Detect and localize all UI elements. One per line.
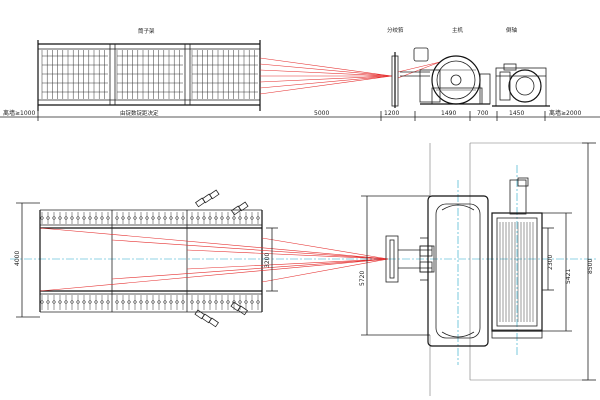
main-machine-plan xyxy=(419,195,489,347)
dim-1450: 1450 xyxy=(509,110,524,117)
pit-outline xyxy=(429,142,588,396)
dim-wall-right: 离墙≥2000 xyxy=(549,109,581,117)
beaming-plan xyxy=(491,177,543,339)
tension-units-top xyxy=(195,189,249,216)
dim-1490: 1490 xyxy=(441,110,456,117)
main-machine-label: 主机 xyxy=(452,26,464,34)
creel-length-note: 由锭数锭距决定 xyxy=(120,109,159,117)
svg-text:3200: 3200 xyxy=(264,253,271,268)
dim-700: 700 xyxy=(477,110,489,117)
reed-elevation xyxy=(391,47,430,108)
dim-wall-left: 离墙≥1000 xyxy=(3,109,35,117)
beaming-elevation xyxy=(492,63,550,107)
dim-1200: 1200 xyxy=(384,110,399,117)
svg-text:4000: 4000 xyxy=(14,251,21,266)
dim-inner-3200: 3200 xyxy=(264,227,278,292)
dim-width-4000: 4000 xyxy=(14,202,40,318)
dim-2300: 2300 xyxy=(542,227,554,291)
svg-text:8500: 8500 xyxy=(587,259,594,274)
yarn-lines-elevation xyxy=(259,57,441,95)
creel-elevation xyxy=(37,40,261,111)
svg-text:2300: 2300 xyxy=(547,255,554,270)
svg-text:5720: 5720 xyxy=(359,271,366,286)
svg-text:5421: 5421 xyxy=(565,269,572,284)
elevation-view: 筒子架 分绞筘 主机 倒轴 xyxy=(0,26,600,121)
reed-label: 分绞筘 xyxy=(387,26,404,34)
dim-5720: 5720 xyxy=(359,195,430,336)
main-machine-elevation xyxy=(419,55,491,105)
elevation-dimensions: 离墙≥1000 由锭数锭距决定 5000 1200 1490 700 1450 … xyxy=(0,109,600,121)
tension-units-bottom xyxy=(194,301,248,328)
plan-view: 4000 3200 5720 xyxy=(10,142,598,396)
creel-label: 筒子架 xyxy=(138,27,155,35)
dim-5000: 5000 xyxy=(314,110,329,117)
beaming-label: 倒轴 xyxy=(506,26,518,34)
creel-plan xyxy=(39,189,263,328)
yarn-lines-plan xyxy=(39,227,389,292)
dim-5421: 5421 xyxy=(542,212,572,332)
dim-8500: 8500 xyxy=(582,142,596,381)
